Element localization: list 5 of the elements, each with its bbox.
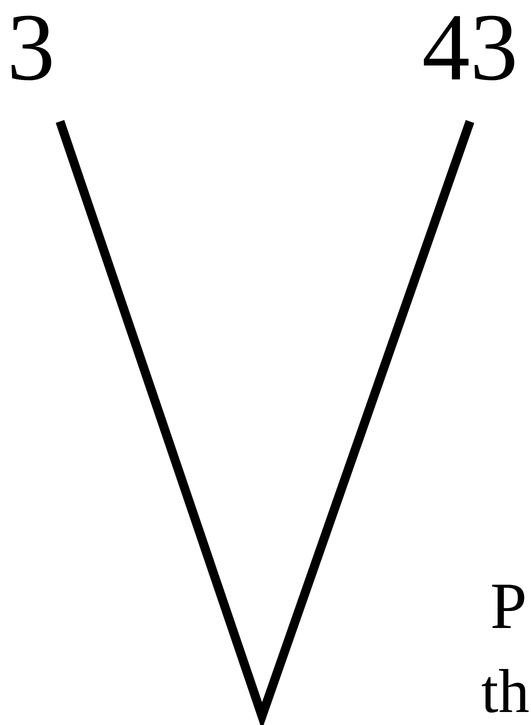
- number-label: 43: [424, 16, 514, 80]
- v-line: [56, 120, 474, 725]
- text-label: th: [482, 668, 529, 713]
- text-label: P: [492, 584, 524, 628]
- number-label: 3: [12, 16, 52, 80]
